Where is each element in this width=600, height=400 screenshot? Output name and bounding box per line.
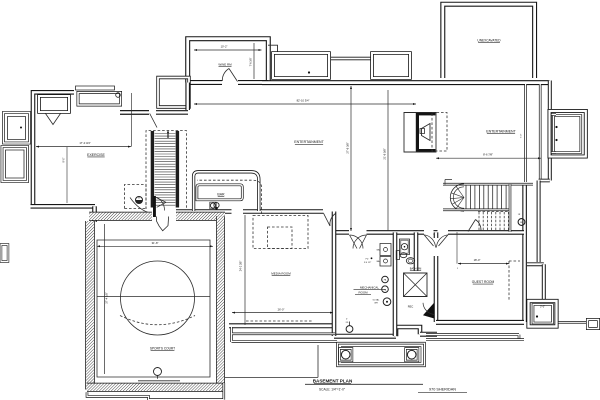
svg-text:27’-6 3/8”: 27’-6 3/8”	[345, 142, 349, 153]
svg-text:50 GAL: 50 GAL	[373, 298, 381, 301]
svg-text:31’-8”: 31’-8”	[152, 241, 159, 245]
svg-text:970 SHERIDAN: 970 SHERIDAN	[429, 387, 456, 391]
svg-text:26’-0”: 26’-0”	[278, 307, 285, 311]
svg-text:FD: FD	[346, 322, 349, 324]
svg-text:M: M	[138, 198, 140, 200]
svg-text:MEDIA ROOM: MEDIA ROOM	[271, 271, 291, 275]
svg-text:24’-2 3/8”: 24’-2 3/8”	[240, 261, 243, 272]
svg-text:ROOM: ROOM	[359, 290, 369, 294]
svg-text:4”: 4”	[346, 319, 348, 321]
svg-text:BAR: BAR	[217, 192, 225, 196]
svg-text:MA: MA	[377, 260, 381, 263]
svg-text:EXERCISE: EXERCISE	[87, 153, 105, 157]
svg-text:10’-2”: 10’-2”	[221, 45, 228, 49]
svg-text:SCALE: 1/4”=1’-0”: SCALE: 1/4”=1’-0”	[319, 387, 345, 391]
svg-text:WH: WH	[374, 303, 378, 305]
svg-text:REC: REC	[408, 305, 414, 309]
svg-text:ENTERTAINMENT: ENTERTAINMENT	[486, 130, 516, 134]
svg-text:17’-0 3/4”: 17’-0 3/4”	[79, 141, 90, 145]
svg-text:82’-10 3/4”: 82’-10 3/4”	[297, 98, 310, 102]
svg-text:1R: 1R	[518, 214, 521, 216]
svg-text:WA: WA	[377, 249, 381, 252]
svg-text:GUEST ROOM: GUEST ROOM	[472, 280, 495, 284]
svg-text:3’-6 1/2”: 3’-6 1/2”	[364, 262, 372, 264]
svg-text:9’-0”: 9’-0”	[62, 157, 65, 162]
svg-text:BATH RM: BATH RM	[410, 266, 421, 270]
svg-text:FD: FD	[366, 258, 369, 260]
svg-text:3’-0”: 3’-0”	[540, 306, 545, 309]
svg-text:MECHANICAL: MECHANICAL	[360, 285, 379, 289]
svg-text:BASEMENT PLAN: BASEMENT PLAN	[313, 378, 353, 383]
svg-text:21’-6 5/8”: 21’-6 5/8”	[382, 148, 386, 159]
svg-text:18’-0”: 18’-0”	[474, 258, 481, 262]
svg-text:SPORTS COURT: SPORTS COURT	[150, 347, 175, 351]
svg-text:37’-4 1/8”: 37’-4 1/8”	[104, 292, 108, 303]
svg-text:UNEXCAVATED: UNEXCAVATED	[477, 39, 501, 43]
svg-text:ENTERTAINMENT: ENTERTAINMENT	[294, 140, 324, 144]
svg-text:FA: FA	[384, 279, 387, 282]
svg-text:7’-0”: 7’-0”	[521, 134, 523, 139]
svg-text:1: 1	[457, 268, 459, 270]
svg-text:FA: FA	[384, 288, 387, 291]
svg-text:7’-6 3/8”: 7’-6 3/8”	[250, 57, 253, 66]
svg-text:8’-6 7/8”: 8’-6 7/8”	[483, 153, 493, 157]
svg-text:WINE RM: WINE RM	[218, 62, 232, 66]
svg-text:SD: SD	[520, 222, 523, 224]
